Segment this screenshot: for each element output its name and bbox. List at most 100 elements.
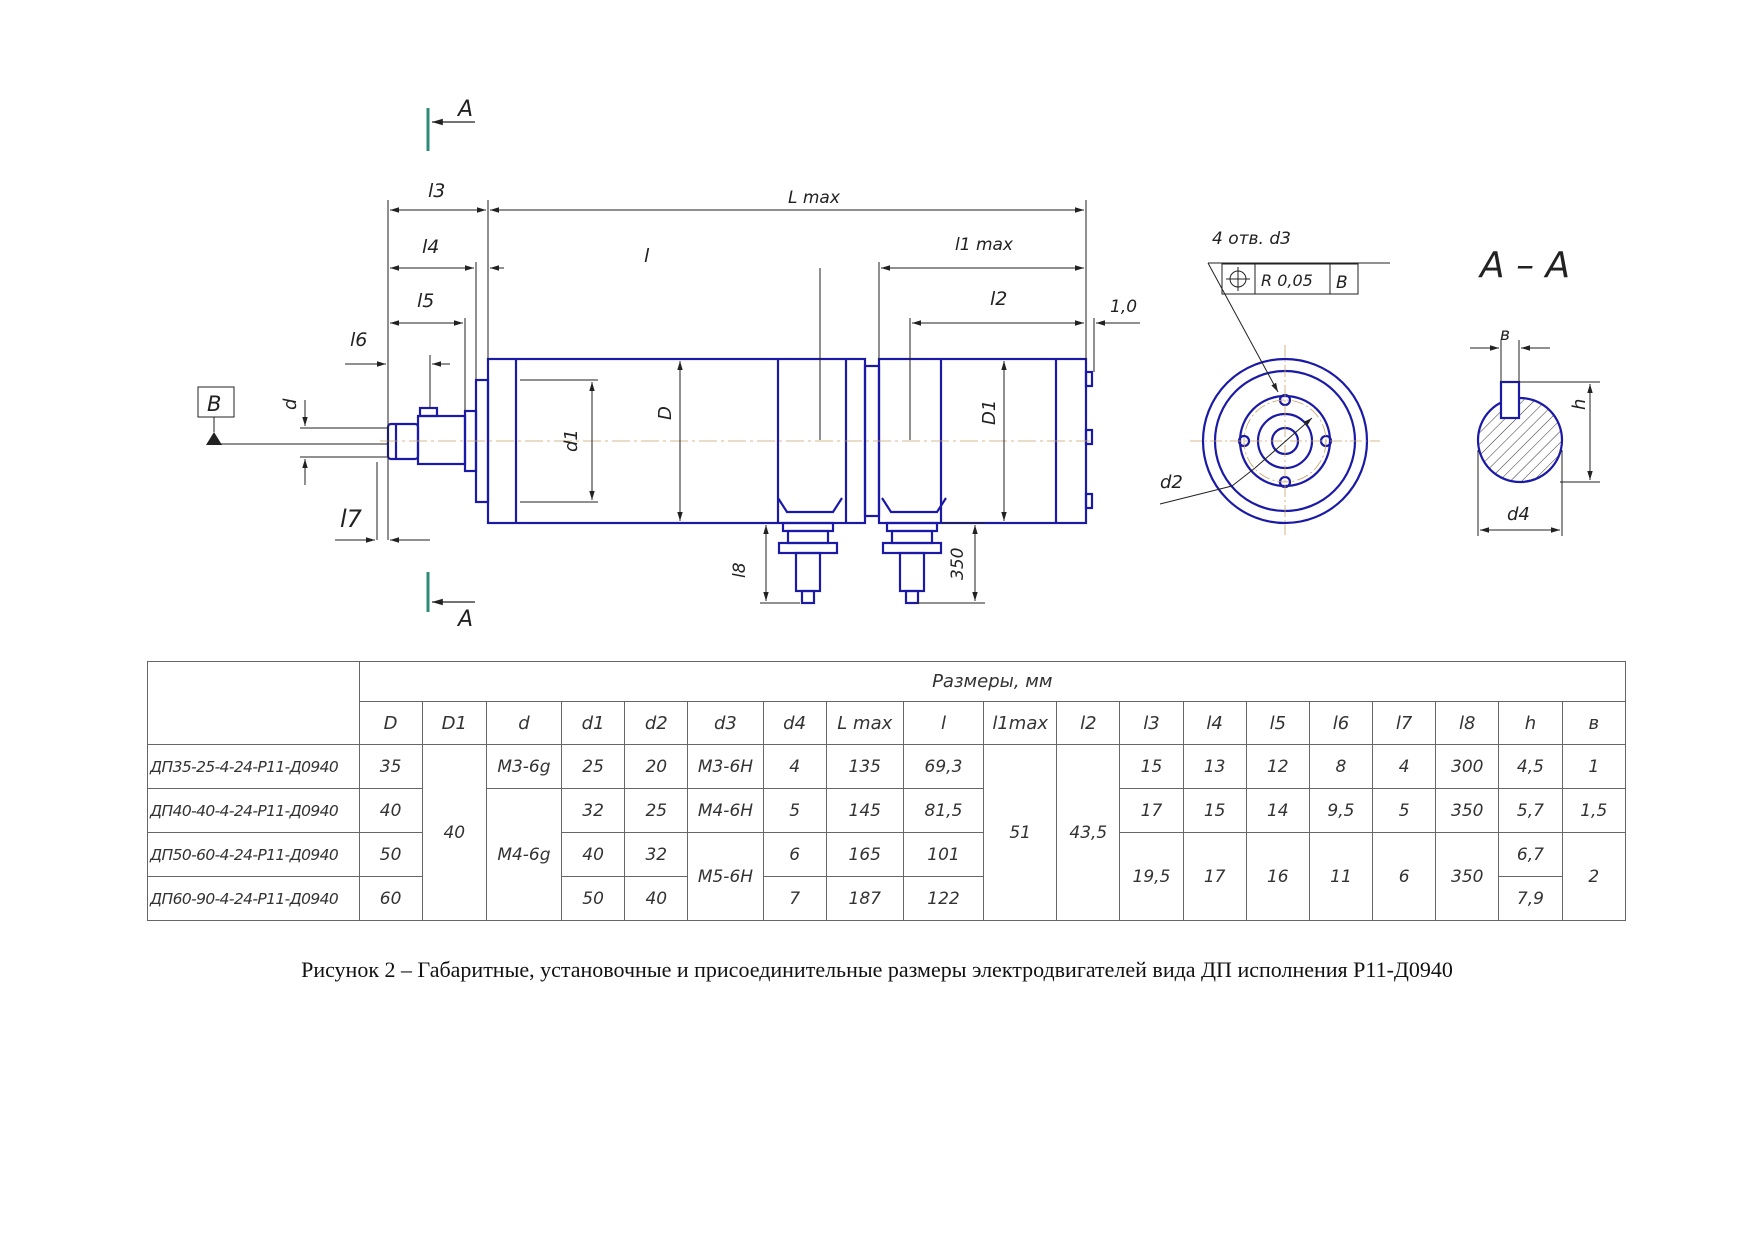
label-gap: 1,0 [1110, 297, 1137, 317]
cell-l6: 11 [1308, 832, 1374, 921]
section-dims [1470, 340, 1600, 536]
col-header: d3 [687, 701, 764, 745]
table-row: ДП40-40-4-24-Р11-Д0940 40 М4-6g 32 25 М4… [147, 788, 1626, 921]
col-header: в [1561, 701, 1626, 745]
cell-d3: М5-6Н [687, 832, 764, 921]
col-header: l1max [983, 701, 1058, 745]
section-mark-top: A [426, 97, 475, 151]
col-header: l5 [1245, 701, 1310, 745]
col-header: l [902, 701, 985, 745]
cell-lmax: 145 [825, 788, 904, 833]
cell-l6: 8 [1308, 744, 1374, 789]
cell-d3: М4-6Н [687, 788, 764, 833]
section-mark-bottom: A [426, 572, 475, 632]
label-l6: l6 [350, 329, 367, 351]
cell-l7: 4 [1372, 744, 1437, 789]
cell-d: М4-6g [485, 788, 563, 921]
label-tolerance-base: B [1336, 273, 1348, 293]
col-header: d2 [624, 701, 689, 745]
label-b: в [1500, 325, 1510, 345]
cell-D: 60 [358, 876, 423, 921]
cell-l3: 17 [1119, 788, 1184, 833]
label-tolerance: R 0,05 [1261, 271, 1313, 290]
label-l1max: l1 max [955, 235, 1014, 255]
cell-d1: 32 [561, 788, 626, 833]
cell-d1: 40 [561, 832, 626, 877]
cell-l5: 16 [1245, 832, 1310, 921]
model-name: ДП50-60-4-24-Р11-Д0940 [147, 832, 360, 877]
figure-caption: Рисунок 2 – Габаритные, установочные и п… [301, 957, 1453, 982]
cell-l5: 14 [1245, 788, 1310, 833]
cell-lmax: 135 [825, 744, 904, 789]
technical-drawing: A A [197, 97, 1600, 632]
col-header: l3 [1119, 701, 1184, 745]
label-d: d [280, 398, 301, 410]
cell-d4: 4 [762, 744, 827, 789]
cell-d4: 7 [762, 876, 827, 921]
cell-D: 35 [358, 744, 423, 789]
col-header: l8 [1435, 701, 1500, 745]
section-title: A – A [1478, 245, 1570, 286]
cell-D: 40 [358, 788, 423, 833]
cell-lmax: 165 [825, 832, 904, 877]
dimension-lines [214, 200, 1140, 604]
cell-D: 50 [358, 832, 423, 877]
cell-d2: 20 [624, 744, 689, 789]
cell-l: 81,5 [902, 788, 985, 833]
cell-d: М3-6g [485, 744, 563, 789]
col-header: l4 [1182, 701, 1247, 745]
model-header-cell [147, 661, 360, 745]
cell-l7: 6 [1372, 832, 1437, 921]
label-l8: l8 [730, 562, 750, 578]
col-header: D1 [421, 701, 487, 745]
label-d1: d1 [561, 429, 582, 452]
col-header: d1 [561, 701, 626, 745]
cell-h: 6,7 [1498, 832, 1563, 877]
cell-l5: 12 [1245, 744, 1310, 789]
cell-l: 69,3 [902, 744, 985, 789]
label-lmax: L max [788, 188, 841, 208]
cell-l8: 300 [1435, 744, 1500, 789]
table-row: ДП50-60-4-24-Р11-Д0940 50 40 32 М5-6Н 6 … [147, 832, 1626, 921]
label-l7: l7 [340, 505, 363, 533]
cell-d4: 6 [762, 832, 827, 877]
dimensions-table: Размеры, мм D D1 d d1 d2 d3 d4 L max l l… [147, 661, 1627, 921]
group-header: Размеры, мм [358, 661, 1627, 702]
end-view-dims [1159, 262, 1390, 505]
cell-d2: 40 [624, 876, 689, 921]
base-triangle [206, 432, 222, 445]
cell-l1max: 51 [983, 744, 1058, 921]
cell-l3: 15 [1119, 744, 1184, 789]
cell-d3: М3-6Н [687, 744, 764, 789]
label-l5: l5 [417, 290, 434, 312]
col-header: d [485, 701, 563, 745]
label-l: l [644, 245, 650, 267]
label-l4: l4 [422, 236, 439, 258]
label-d4: d4 [1507, 504, 1530, 525]
cell-b: 2 [1561, 832, 1626, 921]
cell-h: 7,9 [1498, 876, 1563, 921]
cell-l8: 350 [1435, 788, 1500, 833]
col-header: d4 [762, 701, 827, 745]
table-row: ДП35-25-4-24-Р11-Д0940 35 40 М3-6g 25 20… [147, 744, 1626, 921]
label-d2: d2 [1160, 472, 1183, 493]
label-base-b: B [207, 392, 221, 416]
cell-l4: 13 [1182, 744, 1247, 789]
cell-l: 101 [902, 832, 985, 877]
model-name: ДП40-40-4-24-Р11-Д0940 [147, 788, 360, 833]
model-name: ДП60-90-4-24-Р11-Д0940 [147, 876, 360, 921]
tolerance-frame [1221, 263, 1359, 295]
cell-b: 1,5 [1561, 788, 1626, 833]
label-holes: 4 отв. d3 [1212, 229, 1291, 249]
cell-d2: 32 [624, 832, 689, 877]
cell-b: 1 [1561, 744, 1626, 789]
model-name: ДП35-25-4-24-Р11-Д0940 [147, 744, 360, 789]
cell-d1: 50 [561, 876, 626, 921]
cell-l4: 15 [1182, 788, 1247, 833]
label-D1: D1 [979, 400, 1000, 425]
col-header: D [358, 701, 423, 745]
shaft-section [1476, 380, 1564, 484]
col-header: h [1498, 701, 1563, 745]
base-frame [197, 386, 235, 418]
